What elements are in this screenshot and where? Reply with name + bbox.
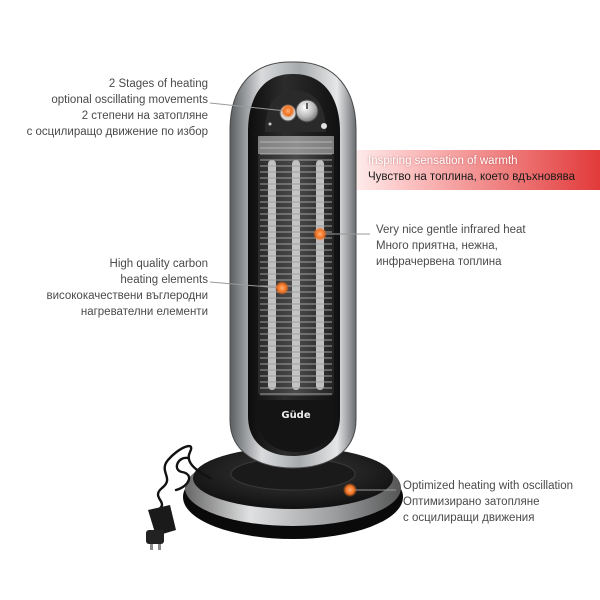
- heater-base: [183, 447, 403, 539]
- brand-window: Güde: [258, 400, 334, 452]
- caption-line: Inspiring sensation of warmth: [368, 155, 518, 167]
- caption-line: Много приятна, нежна,: [376, 240, 498, 252]
- callout-dot-controls: [281, 104, 295, 118]
- caption-carbon-elements: High quality carbon heating elements вис…: [46, 256, 208, 320]
- power-plug: [146, 505, 176, 550]
- callout-dot-base: [343, 483, 357, 497]
- callout-markers: [275, 104, 357, 497]
- carbon-rod: [292, 160, 300, 390]
- caption-oscillation: Optimized heating with oscillation Оптим…: [403, 478, 573, 526]
- caption-line: Optimized heating with oscillation: [403, 480, 574, 492]
- caption-line: Оптимизирано затопляне: [403, 496, 540, 508]
- callout-dot-infrared: [313, 227, 327, 241]
- caption-line: optional oscillating movements: [51, 94, 208, 106]
- caption-line: с осцилиращи движения: [403, 512, 535, 524]
- heat-setting-knob-icon: [295, 99, 319, 123]
- caption-line: висококачествени въглеродни: [46, 290, 208, 302]
- caption-line: 2 степени на затопляне: [81, 110, 208, 122]
- caption-heating-stages: 2 Stages of heating optional oscillating…: [27, 76, 208, 140]
- caption-line: High quality carbon: [109, 258, 208, 270]
- warmth-gradient-band: [330, 150, 600, 190]
- caption-warmth: Inspiring sensation of warmth Чувство на…: [368, 153, 575, 185]
- caption-line: 2 Stages of heating: [108, 78, 208, 90]
- carbon-rod: [268, 160, 276, 390]
- caption-line: с осцилиращо движение по избор: [26, 126, 208, 138]
- caption-line: Very nice gentle infrared heat: [376, 224, 526, 236]
- leader-lines: [209, 102, 396, 491]
- caption-line: нагревателни елементи: [80, 306, 208, 318]
- heating-grille: [258, 136, 334, 396]
- caption-line: Чувство на топлина, което вдъхновява: [368, 171, 575, 183]
- caption-infrared: Very nice gentle infrared heat Много при…: [376, 222, 526, 270]
- brand-logo: Güde: [281, 410, 310, 421]
- caption-line: инфрачервена топлина: [376, 256, 502, 268]
- carbon-rod: [316, 160, 324, 390]
- caption-line: heating elements: [120, 274, 208, 286]
- callout-dot-carbon: [275, 281, 289, 295]
